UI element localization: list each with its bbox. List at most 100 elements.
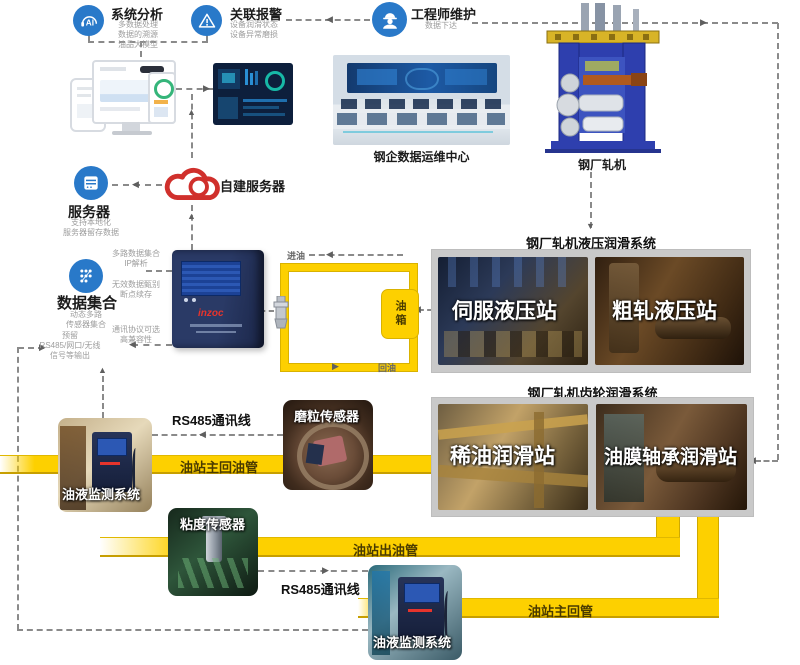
device-screen (181, 261, 241, 296)
connector-engineer-right (472, 22, 778, 24)
wear-sensor-label: 磨粒传感器 (294, 409, 360, 424)
server-icon (84, 176, 98, 190)
connector-top-bus (88, 41, 208, 43)
oil-monitor-device: inzoc (172, 250, 264, 348)
connector-cloud-up (191, 94, 193, 158)
viscosity-sensor-photo (168, 508, 258, 596)
station-label: 稀油润滑站 (450, 445, 555, 468)
connector-mill-hydraulic (590, 172, 592, 228)
viscosity-sensor-label: 粘度传感器 (180, 517, 246, 532)
module-title-engineer: 工程师维护 (411, 7, 477, 22)
data-hub-title: 数据集合 (56, 295, 117, 312)
warning-triangle-icon (198, 13, 215, 28)
connector-output-in (18, 347, 44, 349)
arrow-right-icon: ▶ (39, 342, 46, 352)
connector-left-monitor-hub (102, 376, 104, 418)
connector-cloud-server (112, 184, 162, 186)
hub-note-protocol: 通讯协议可选 高兼容性 (112, 325, 160, 344)
pipe-return2-vertical (697, 514, 719, 618)
connector-oil-in (309, 254, 403, 256)
device-brand: inzoc (198, 308, 224, 319)
rs485-top-label: RS485通讯线 (172, 413, 251, 428)
inline-sensor-icon (272, 295, 290, 335)
arrow-left-icon: ◀ (199, 429, 206, 439)
connector-bus-screens (140, 41, 142, 57)
connector-analysis-bus (88, 35, 90, 42)
pipe-main-return-label: 油站主回油管 (180, 460, 259, 475)
arrow-right-icon: ▶ (700, 17, 707, 27)
connector-alarm-engineer (286, 19, 370, 21)
phone-mockup (148, 72, 176, 124)
hydraulic-system-title: 钢厂轧机液压润滑系统 (525, 236, 656, 251)
module-sub-alarm: 设备润滑状态 设备异常磨损 (230, 20, 278, 39)
connector-alarm-bus (206, 35, 208, 42)
svg-text:AI: AI (85, 18, 93, 27)
connector-device-protocol (132, 344, 172, 346)
servo-hydraulic-photo (438, 257, 588, 365)
gear-system-title: 钢厂轧机齿轮润滑系统 (527, 386, 658, 401)
rolling-mill-image (537, 3, 667, 153)
module-sub-analysis: 多数据处理 数据的溯源 油品大模型 (118, 20, 158, 49)
monitor-stand (122, 122, 140, 131)
connector-cloud-device (191, 205, 193, 250)
arrow-right-icon: ▶ (203, 83, 210, 93)
engineer-icon (382, 12, 397, 29)
connector-left-edge (17, 347, 19, 630)
connector-right-edge (777, 23, 779, 460)
datacenter-caption: 钢企数据运维中心 (373, 150, 470, 164)
ai-analysis-icon: AI (73, 5, 104, 36)
engineer-icon-circle (372, 2, 407, 37)
bottom-oil-monitor-photo (368, 565, 462, 660)
module-sub-engineer: 数据下达 (425, 21, 457, 30)
cloud-icon (160, 160, 222, 213)
arrow-down-icon: ▼ (586, 221, 595, 231)
ai-icon: AI (80, 15, 97, 27)
arrow-left-icon: ◀ (132, 179, 139, 189)
big-data-dashboard (213, 63, 293, 125)
arrow-right-icon: ▶ (332, 361, 339, 371)
server-title: 服务器 (68, 204, 110, 220)
rough-hydraulic-photo (595, 257, 744, 365)
connector-rs485-top (152, 434, 283, 436)
server-sub: 支持本地化 服务器留存数据 (63, 218, 119, 237)
oil-film-bearing-photo (596, 404, 747, 510)
left-oil-monitor-label: 油液监测系统 (62, 487, 141, 502)
module-title-analysis: 系统分析 (111, 7, 164, 22)
bottom-oil-monitor-label: 油液监测系统 (373, 635, 452, 650)
station-label: 粗轧液压站 (612, 300, 717, 323)
monitor-base (112, 131, 152, 135)
server-icon-circle (74, 166, 108, 200)
station-label: 伺服液压站 (452, 300, 557, 323)
pipe-main-return2-label: 油站主回管 (528, 604, 594, 619)
arrow-left-icon: ◀ (326, 14, 333, 24)
connector-screens-dashboard (176, 88, 213, 90)
hub-note-ip: 多路数据集合 IP解析 (112, 249, 160, 268)
data-hub-sub: 动态多路 传感器集合 (66, 310, 106, 329)
dots-network-icon (80, 269, 92, 283)
connector-into-gear-system (755, 460, 778, 462)
arrow-right-icon: ▶ (322, 565, 329, 575)
arrow-left-icon: ◀ (129, 339, 136, 349)
connector-rs485-bottom (258, 570, 368, 572)
wear-particle-sensor-photo (283, 400, 373, 490)
connector-hub-device-ip (146, 270, 172, 272)
thin-oil-station-photo (438, 404, 588, 510)
oil-tank-label: 油箱 (394, 300, 406, 328)
connector-bottom-edge (17, 629, 368, 631)
arrow-up-icon: ▲ (98, 365, 107, 375)
arrow-up-icon: ▲ (187, 211, 196, 221)
connector-hydraulic-tank (419, 309, 432, 311)
data-hub-icon-circle (69, 259, 103, 293)
rs485-bottom-label: RS485通讯线 (281, 582, 360, 597)
hub-note-valid: 无效数据甄别 断点续存 (112, 280, 160, 299)
hub-note-output: 预留 RS485/网口/无线 信号等输出 (39, 331, 101, 360)
module-title-alarm: 关联报警 (230, 7, 283, 22)
oil-in-label: 进油 (287, 251, 306, 261)
oil-tank: 油箱 (381, 289, 419, 339)
connector-sensor-device (260, 310, 274, 312)
alarm-icon-circle (191, 5, 222, 36)
arrow-up-icon: ▲ (187, 107, 196, 117)
pipe-outlet-label: 油站出油管 (353, 543, 419, 558)
left-oil-monitor-photo (58, 418, 152, 512)
